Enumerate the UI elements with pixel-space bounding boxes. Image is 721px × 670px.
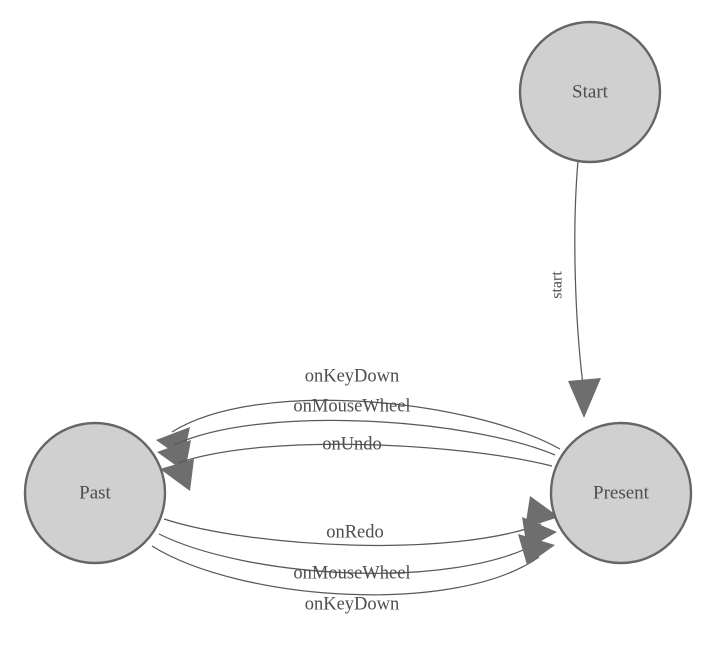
arrow-head-past-present-3 xyxy=(518,534,555,565)
edge-path-present-past-3 xyxy=(177,443,553,467)
edge-label-past-present-onmousewheel: onMouseWheel xyxy=(293,563,410,583)
edge-path-start-present xyxy=(574,160,584,386)
edge-present-to-past-onundo[interactable] xyxy=(160,443,553,491)
edge-label-start: start xyxy=(549,271,566,299)
arrow-head-present-past-3 xyxy=(160,459,194,491)
node-past-circle[interactable] xyxy=(23,421,167,565)
node-present-label: Present xyxy=(593,482,650,503)
edge-path-past-present-1 xyxy=(163,518,542,547)
edge-path-past-present-3 xyxy=(151,545,540,596)
node-present-circle[interactable] xyxy=(549,421,693,565)
node-past-label: Past xyxy=(79,482,111,503)
edge-past-to-present-onkeydown[interactable] xyxy=(151,534,555,596)
node-present[interactable]: Present xyxy=(549,421,693,565)
edge-start-to-present[interactable] xyxy=(568,160,601,418)
edge-path-present-past-1 xyxy=(171,399,561,450)
edge-path-present-past-2 xyxy=(173,419,556,456)
edge-label-present-past-onundo: onUndo xyxy=(322,434,382,454)
arrow-head-start-present xyxy=(568,378,601,418)
edge-path-past-present-2 xyxy=(158,533,541,574)
arrow-head-past-present-1 xyxy=(525,496,559,528)
edge-label-past-present-onkeydown: onKeyDown xyxy=(305,594,400,614)
node-past[interactable]: Past xyxy=(23,421,167,565)
node-start-circle[interactable] xyxy=(518,20,662,164)
edge-past-to-present-onredo[interactable] xyxy=(163,496,559,547)
node-start-label: Start xyxy=(572,81,609,102)
edge-label-present-past-onkeydown: onKeyDown xyxy=(305,366,400,386)
node-start[interactable]: Start xyxy=(518,20,662,164)
edge-label-past-present-onredo: onRedo xyxy=(326,522,384,542)
edge-label-present-past-onmousewheel: onMouseWheel xyxy=(293,396,410,416)
